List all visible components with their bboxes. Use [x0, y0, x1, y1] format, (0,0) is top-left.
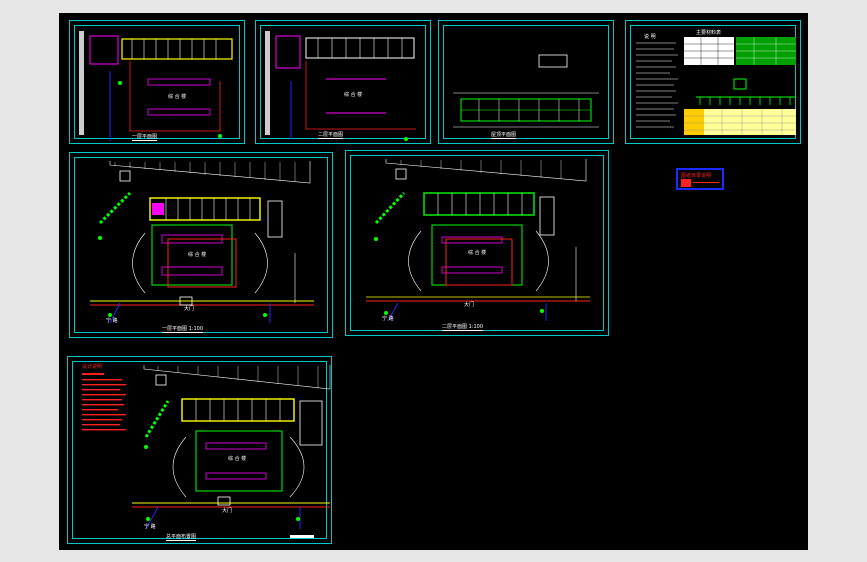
sheet-7-road-label: 宁 路 [144, 524, 156, 530]
drawing-sheet-4[interactable]: 说 明 主要材料表 [625, 20, 801, 144]
sheet-5-building-label: 综 合 楼 [188, 252, 207, 258]
floor-plan-small-2 [265, 31, 416, 141]
sheet-4-table-title: 主要材料表 [696, 30, 722, 36]
sheet-1-title: 一层平面图 [132, 134, 158, 141]
sheet-5-gate-label: 大门 [184, 306, 195, 312]
floor-plan-large-1 [90, 161, 314, 324]
drawing-sheet-2[interactable]: 综 合 楼 二层平面图 [255, 20, 431, 144]
site-layout-plan [82, 365, 331, 538]
sheet-2-building-label: 综 合 楼 [344, 92, 363, 98]
sheet-border [630, 25, 796, 139]
sheet-6-building-label: 综 合 楼 [468, 250, 487, 256]
drawing-sheet-7[interactable]: 设计说明 综 合 楼 大门 宁 路 总平面布置图 [67, 356, 332, 544]
drawing-sheet-5[interactable]: 综 合 楼 大门 宁 路 一层平面图 1:100 [69, 152, 333, 338]
drawing-sheet-3[interactable]: 屋顶平面图 [438, 20, 614, 144]
sheet-7-gate-label: 大门 [222, 508, 233, 514]
sheet-border [72, 361, 327, 539]
notes-and-legend [636, 37, 796, 135]
sheet-7-notes-title: 设计说明 [82, 364, 103, 370]
sheet-5-road-label: 宁 路 [106, 318, 118, 324]
sheet-6-title: 二层平面图 1:100 [442, 324, 483, 331]
sheet-2-title: 二层平面图 [318, 132, 344, 139]
roof-plan [453, 54, 599, 128]
sheet-6-road-label: 宁 路 [382, 316, 394, 322]
sheet-6-gate-label: 大门 [464, 302, 475, 308]
tag-red-block [681, 179, 691, 187]
sheet-4-heading: 说 明 [644, 34, 656, 40]
floor-plan-small-1 [79, 31, 233, 141]
drawing-sheet-6[interactable]: 综 合 楼 大门 宁 路 二层平面图 1:100 [345, 150, 609, 336]
floor-plan-large-2 [366, 159, 590, 322]
sheet-3-title: 屋顶平面图 [491, 132, 517, 139]
sheet-7-title: 总平面布置图 [166, 534, 197, 541]
sheet-1-building-label: 综 合 楼 [168, 94, 187, 100]
sheet-5-title: 一层平面图 1:100 [162, 326, 203, 333]
tag-red-line [693, 182, 719, 183]
drawing-index-tag[interactable]: 图纸目录说明 [676, 168, 724, 190]
cad-model-space[interactable]: 综 合 楼 一层平面图 综 合 楼 二层平面图 [59, 13, 808, 550]
sheet-7-building-label: 综 合 楼 [228, 456, 247, 462]
sheet-border [443, 25, 609, 139]
sheet-border [74, 25, 240, 139]
drawing-sheet-1[interactable]: 综 合 楼 一层平面图 [69, 20, 245, 144]
tag-text: 图纸目录说明 [681, 173, 712, 179]
